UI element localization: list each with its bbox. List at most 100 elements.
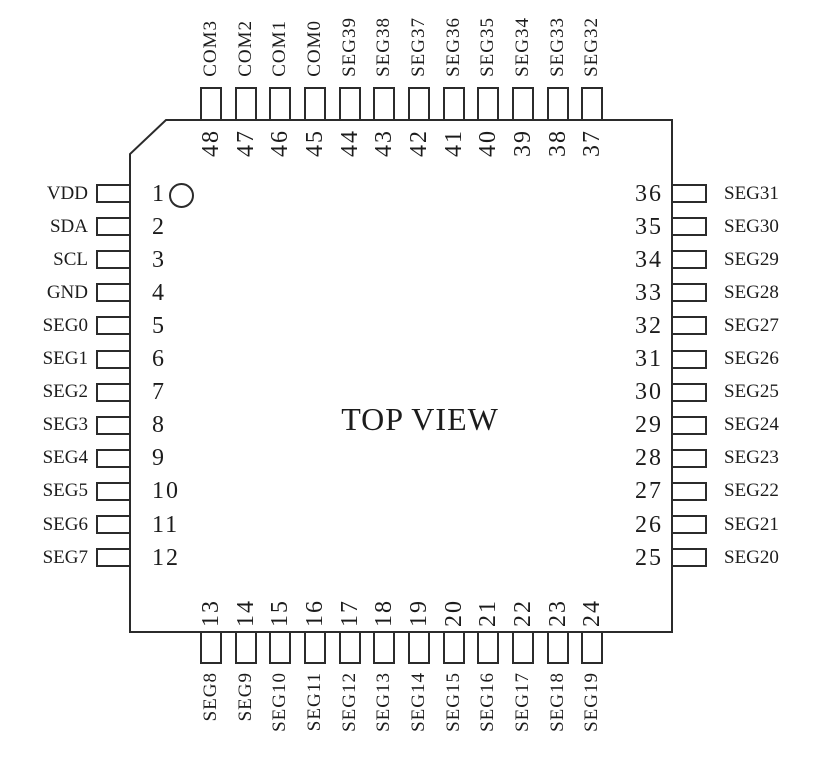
pin-48-number: 48 <box>198 129 224 157</box>
pin-13-number: 13 <box>198 599 224 627</box>
pin-12-label: SEG7 <box>42 546 88 568</box>
pin-45-label: COM0 <box>303 20 325 77</box>
chip-title: TOP VIEW <box>341 401 499 437</box>
pin-33-label: SEG28 <box>724 281 779 303</box>
pin-8-number: 8 <box>152 412 166 439</box>
pin-13-label: SEG8 <box>200 672 221 722</box>
pin-47-label: COM2 <box>234 20 256 77</box>
pin-18-label: SEG13 <box>373 672 395 732</box>
pin-33-number: 33 <box>635 279 663 306</box>
pin-3-label: SCL <box>53 248 88 270</box>
pin-34-label: SEG29 <box>724 248 779 270</box>
pin-36-label: SEG31 <box>724 182 779 204</box>
pin-25-number: 25 <box>635 544 663 571</box>
pin-45-number: 45 <box>301 129 328 157</box>
pin-22-label: SEG17 <box>511 672 533 732</box>
pin-27-label: SEG22 <box>724 480 779 502</box>
pin-6-number: 6 <box>152 346 166 372</box>
pin-37-number: 37 <box>579 129 606 157</box>
pin-25-label: SEG20 <box>724 546 779 568</box>
pin-35-label: SEG30 <box>724 215 779 237</box>
pin-11-label: SEG6 <box>42 513 88 535</box>
pin-22-number: 22 <box>509 599 536 627</box>
pin-32-label: SEG27 <box>724 314 779 336</box>
pin-10-number: 10 <box>152 478 180 505</box>
pin-20-number: 20 <box>440 599 467 627</box>
pin-47-number: 47 <box>232 129 259 157</box>
pin-41-number: 41 <box>440 129 467 157</box>
pin-1-number: 1 <box>152 180 166 207</box>
pin-43-label: SEG38 <box>373 17 395 77</box>
pin-44-label: SEG39 <box>338 17 360 77</box>
pin-15-number: 15 <box>267 599 294 627</box>
pin-21-number: 21 <box>475 599 502 627</box>
pin-41-label: SEG36 <box>442 17 464 77</box>
pin-17-number: 17 <box>336 599 363 627</box>
pin-36-number: 36 <box>635 180 663 207</box>
pin-19-number: 19 <box>405 599 432 627</box>
pin-28-label: SEG23 <box>724 447 779 469</box>
pin-20-label: SEG15 <box>442 672 464 732</box>
pin-18-number: 18 <box>371 599 398 627</box>
pin-30-label: SEG25 <box>724 381 779 403</box>
pin-34-number: 34 <box>635 246 663 273</box>
pin-14-label: SEG9 <box>234 672 256 722</box>
pin-32-number: 32 <box>635 312 663 339</box>
pin-12-number: 12 <box>152 544 180 571</box>
pin-30-number: 30 <box>635 379 663 406</box>
pin-4-label: GND <box>46 281 88 303</box>
pin-40-number: 40 <box>475 129 502 157</box>
pin-14-number: 14 <box>232 599 259 627</box>
pin-5-label: SEG0 <box>42 314 88 336</box>
pin-7-label: SEG2 <box>42 381 88 403</box>
pin-11-number: 11 <box>152 511 180 538</box>
pin-24-number: 24 <box>579 599 606 627</box>
pin-28-number: 28 <box>635 445 663 472</box>
pin-42-label: SEG37 <box>407 17 429 77</box>
pin-24-label: SEG19 <box>581 672 603 732</box>
pin-26-label: SEG21 <box>724 513 779 535</box>
pin-2-number: 2 <box>152 213 166 240</box>
pin-43-number: 43 <box>371 129 398 157</box>
pin-40-label: SEG35 <box>477 17 499 77</box>
pin-46-label: COM1 <box>269 20 291 77</box>
pin-7-number: 7 <box>152 379 166 406</box>
pin-39-label: SEG34 <box>511 17 533 77</box>
pin-8-label: SEG3 <box>42 414 88 436</box>
pin-31-number: 31 <box>635 346 663 372</box>
pin-23-label: SEG18 <box>546 672 568 732</box>
pin-31-label: SEG26 <box>724 348 779 369</box>
pin-1-label: VDD <box>46 182 88 204</box>
pin-37-label: SEG32 <box>581 17 603 77</box>
pin-21-label: SEG16 <box>477 672 499 732</box>
pin-26-number: 26 <box>635 511 663 538</box>
pin-48-label: COM3 <box>200 20 221 77</box>
pin-23-number: 23 <box>544 599 571 627</box>
pin-39-number: 39 <box>509 129 536 157</box>
pin-9-number: 9 <box>152 445 166 472</box>
pin-16-label: SEG11 <box>303 672 325 732</box>
pin1-indicator-dot <box>169 183 194 208</box>
pin-9-label: SEG4 <box>42 447 88 469</box>
pin-44-number: 44 <box>336 129 363 157</box>
pin-16-number: 16 <box>301 599 328 627</box>
pin-5-number: 5 <box>152 312 166 339</box>
pin-3-number: 3 <box>152 246 166 273</box>
pin-27-number: 27 <box>635 478 663 505</box>
pin-17-label: SEG12 <box>338 672 360 732</box>
pin-19-label: SEG14 <box>407 672 429 732</box>
pin-10-label: SEG5 <box>42 480 88 502</box>
pin-29-label: SEG24 <box>724 414 779 436</box>
pin-15-label: SEG10 <box>269 672 291 732</box>
pin-38-number: 38 <box>544 129 571 157</box>
pin-4-number: 4 <box>152 279 166 306</box>
pin-46-number: 46 <box>267 129 294 157</box>
pin-38-label: SEG33 <box>546 17 568 77</box>
pin-35-number: 35 <box>635 213 663 240</box>
chip-outline <box>129 119 673 633</box>
pin-6-label: SEG1 <box>42 348 88 369</box>
